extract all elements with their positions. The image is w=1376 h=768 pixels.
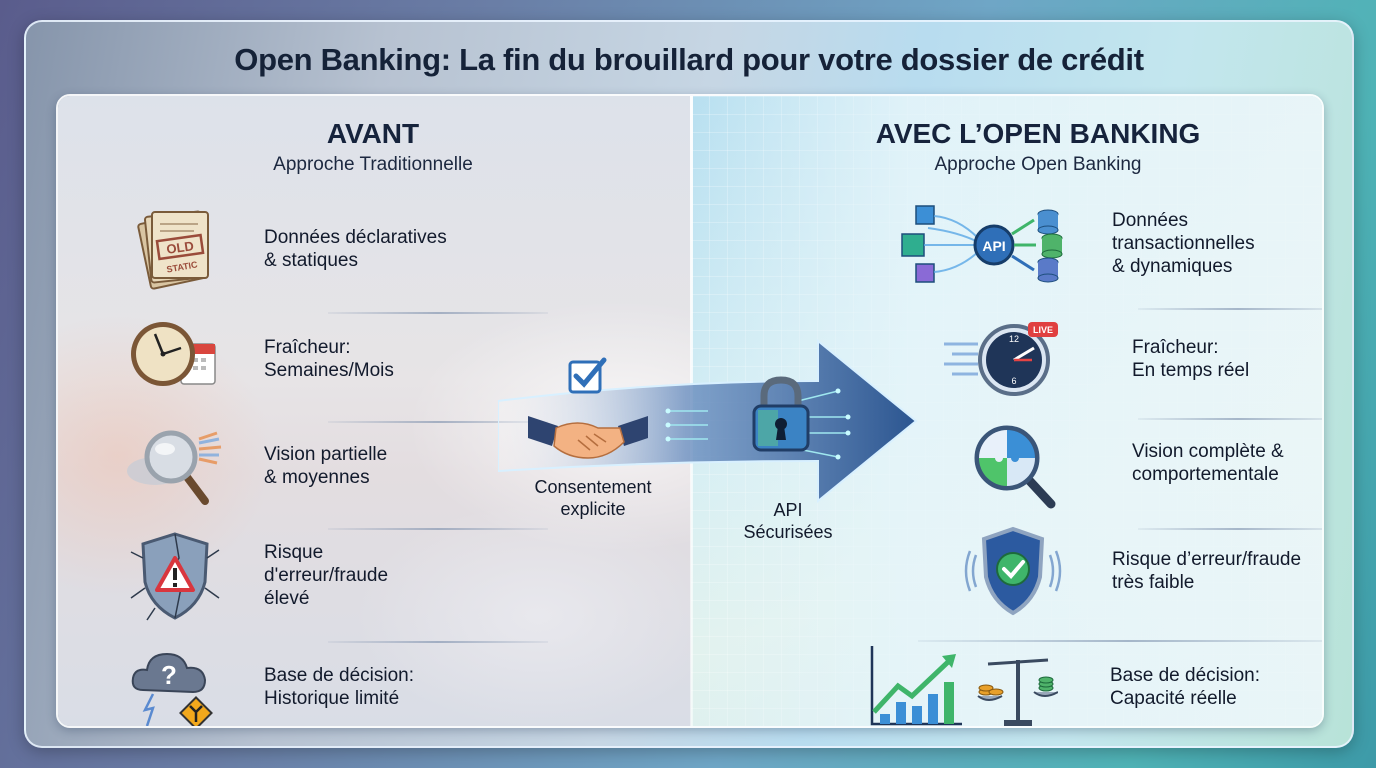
after-header: AVEC L’OPEN BANKING Approche Open Bankin…: [848, 118, 1228, 176]
item-text-line: Fraîcheur:: [264, 337, 351, 358]
handshake-icon: [528, 406, 648, 471]
item-text-line: très faible: [1112, 572, 1195, 593]
svg-text:?: ?: [161, 660, 177, 690]
item-text-line: Historique limité: [264, 688, 400, 709]
svg-text:LIVE: LIVE: [1033, 325, 1053, 335]
item-text-line: Semaines/Mois: [264, 360, 394, 381]
cracked-shield-warning-icon: [120, 530, 230, 620]
api-data-flow-icon: API: [888, 198, 1068, 288]
item-text-line: Base de décision:: [1110, 665, 1260, 686]
infographic-frame: Open Banking: La fin du brouillard pour …: [24, 20, 1354, 748]
row-separator: [1138, 418, 1322, 420]
secure-lock-icon: [746, 374, 816, 459]
foggy-magnifier-icon: [120, 421, 230, 511]
after-subheading: Approche Open Banking: [934, 154, 1142, 175]
row-separator: [328, 312, 548, 314]
before-item-decision: ? Base de décision: Historique limité: [120, 642, 414, 726]
svg-text:OLD: OLD: [165, 238, 194, 257]
before-item-risk: Risque d'erreur/fraude élevé: [120, 530, 388, 620]
item-text-line: & moyennes: [264, 467, 370, 488]
row-separator: [328, 528, 548, 530]
item-text-line: & dynamiques: [1112, 255, 1233, 277]
item-text-line: Données déclaratives: [264, 227, 447, 248]
consent-label: Consentement explicite: [534, 477, 652, 519]
item-text-line: élevé: [264, 587, 310, 609]
item-text-line: Risque d’erreur/fraude: [1112, 549, 1302, 570]
after-item-data: API Données transactionnelles & dynamiqu…: [888, 198, 1255, 288]
before-header: AVANT Approche Traditionnelle: [223, 118, 523, 176]
svg-text:6: 6: [1011, 376, 1016, 386]
after-heading: AVEC L’OPEN BANKING: [875, 118, 1201, 149]
item-text-line: Fraîcheur:: [1132, 337, 1219, 358]
row-separator: [328, 641, 548, 643]
item-text-line: Données: [1112, 209, 1189, 231]
item-text-line: comportementale: [1132, 464, 1279, 485]
after-item-decision: Base de décision: Capacité réelle: [858, 642, 1260, 726]
before-subheading: Approche Traditionnelle: [273, 154, 473, 175]
after-item-vision: Vision complète & comportementale: [958, 418, 1284, 508]
svg-text:API: API: [982, 238, 1005, 254]
item-text-line: En temps réel: [1132, 360, 1250, 381]
before-item-data: OLD STATIC Données déclaratives & statiq…: [120, 204, 447, 294]
storm-cloud-question-icon: ?: [120, 642, 230, 726]
consent-checkbox-icon: [566, 354, 610, 403]
after-item-freshness: 12 6 LIVE Fraîcheur: En temps réel: [938, 314, 1249, 404]
item-text-line: Base de décision:: [264, 665, 414, 686]
api-secure-label: API Sécurisées: [743, 500, 833, 542]
clock-calendar-icon: [120, 314, 230, 404]
before-item-freshness: Fraîcheur: Semaines/Mois: [120, 314, 394, 404]
item-text-line: Vision partielle: [264, 444, 388, 465]
row-separator: [328, 421, 548, 423]
row-separator: [918, 640, 1322, 642]
growth-chart-scale-icon: [858, 642, 1058, 726]
puzzle-magnifier-icon: [958, 418, 1068, 508]
item-text-line: Risque: [264, 541, 324, 563]
before-item-vision: Vision partielle & moyennes: [120, 421, 387, 511]
comparison-panel: AVANT Approche Traditionnelle OLD STATIC…: [56, 94, 1324, 728]
live-clock-icon: 12 6 LIVE: [938, 314, 1068, 404]
page-title: Open Banking: La fin du brouillard pour …: [234, 42, 1144, 77]
row-separator: [1138, 528, 1322, 530]
item-text-line: Capacité réelle: [1110, 688, 1237, 709]
row-separator: [1138, 308, 1322, 310]
item-text-line: transactionnelles: [1112, 232, 1255, 254]
item-text-line: d'erreur/fraude: [264, 564, 389, 586]
shield-check-icon: [958, 526, 1068, 616]
before-heading: AVANT: [326, 118, 420, 149]
item-text-line: Vision complète &: [1132, 441, 1284, 462]
svg-text:12: 12: [1009, 334, 1019, 344]
after-item-risk: Risque d’erreur/fraude très faible: [958, 526, 1301, 616]
old-static-documents-icon: OLD STATIC: [120, 204, 230, 294]
item-text-line: & statiques: [264, 250, 358, 271]
